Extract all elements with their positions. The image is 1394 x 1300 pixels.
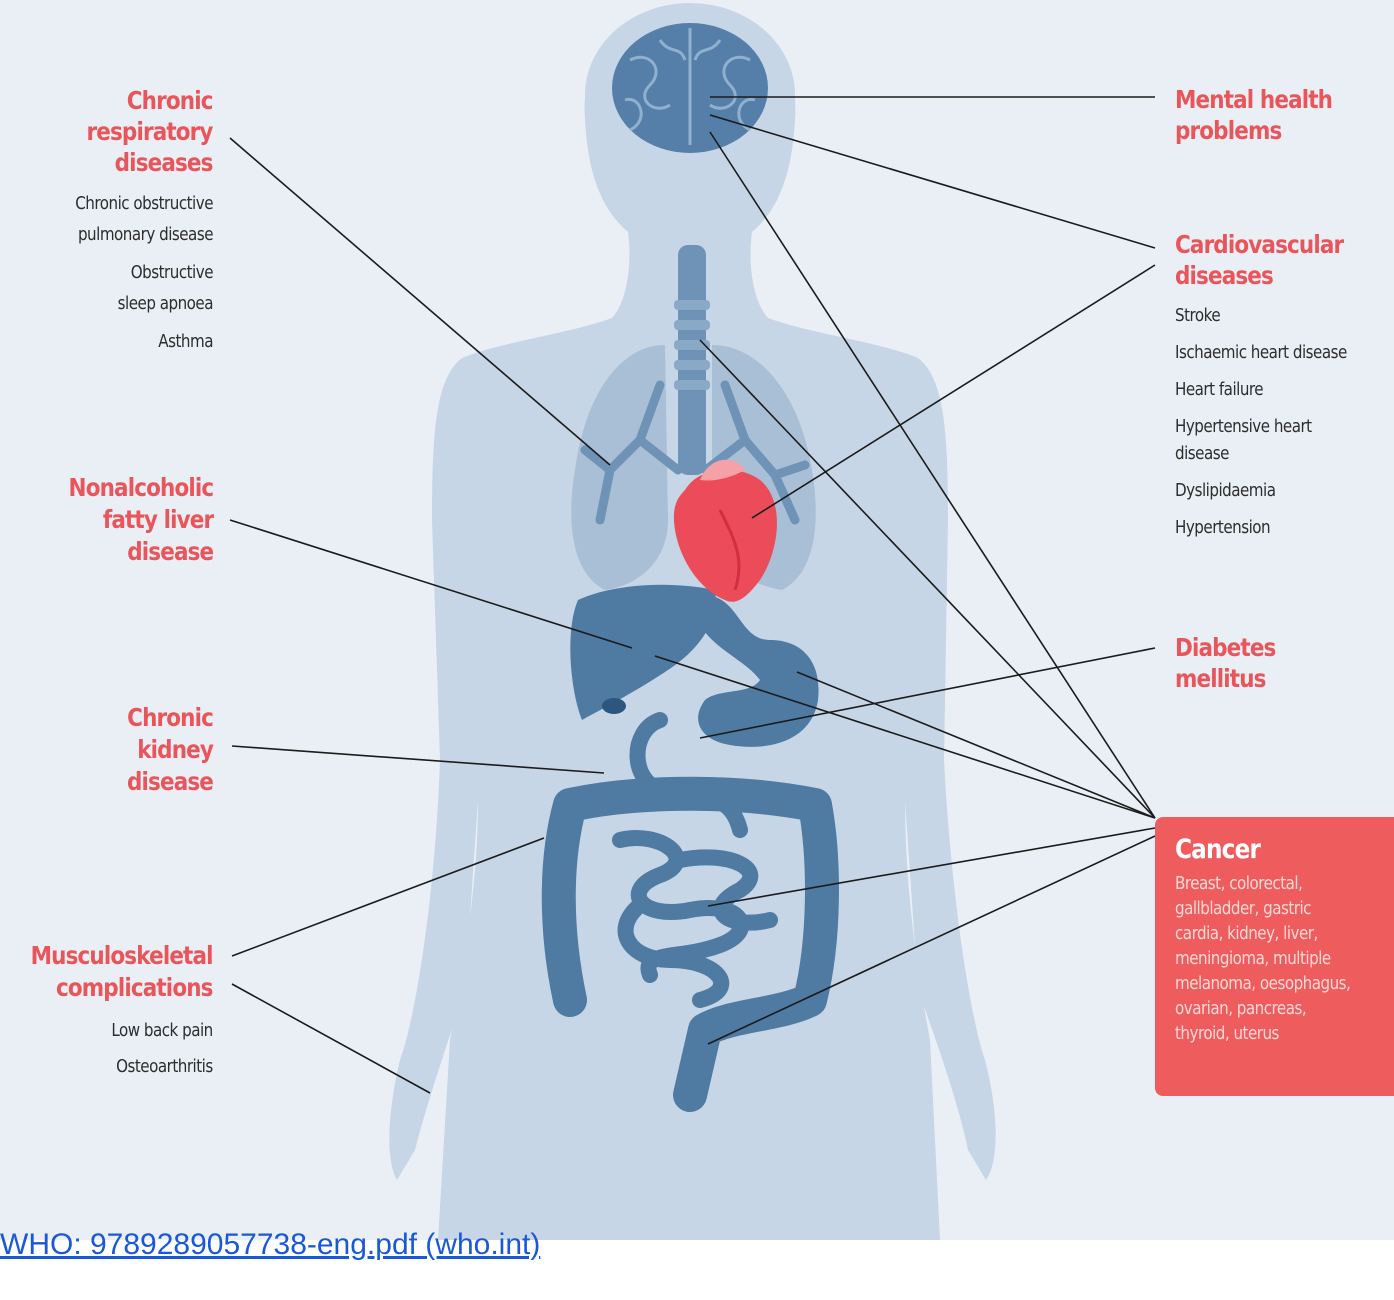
cancer-heading: Cancer [1175,833,1363,867]
mental-heading: Mental health problems [1175,84,1332,146]
cardiovascular-heading: Cardiovascular diseases [1175,229,1343,291]
respiratory-heading: Chronic respiratory diseases [87,85,213,178]
cardiovascular-items: Stroke Ischaemic heart disease Heart fai… [1175,302,1347,541]
kidney-heading: Chronic kidney disease [127,702,213,798]
infographic-canvas: Chronic respiratory diseases Chronic obs… [0,0,1394,1240]
musculoskeletal-items: Low back pain Osteoarthritis [112,1013,213,1085]
musculoskeletal-heading: Musculoskeletal complications [31,940,213,1004]
source-link[interactable]: WHO: 9789289057738-eng.pdf (who.int) [0,1228,540,1262]
cancer-box: Cancer Breast, colorectal, gallbladder, … [1155,817,1394,1096]
cancer-description: Breast, colorectal, gallbladder, gastric… [1175,871,1359,1046]
respiratory-items: Chronic obstructive pulmonary disease Ob… [75,188,213,357]
liver-heading: Nonalcoholic fatty liver disease [68,472,213,568]
diabetes-heading: Diabetes mellitus [1175,632,1275,694]
respiratory-label: Chronic respiratory diseases [66,85,213,178]
